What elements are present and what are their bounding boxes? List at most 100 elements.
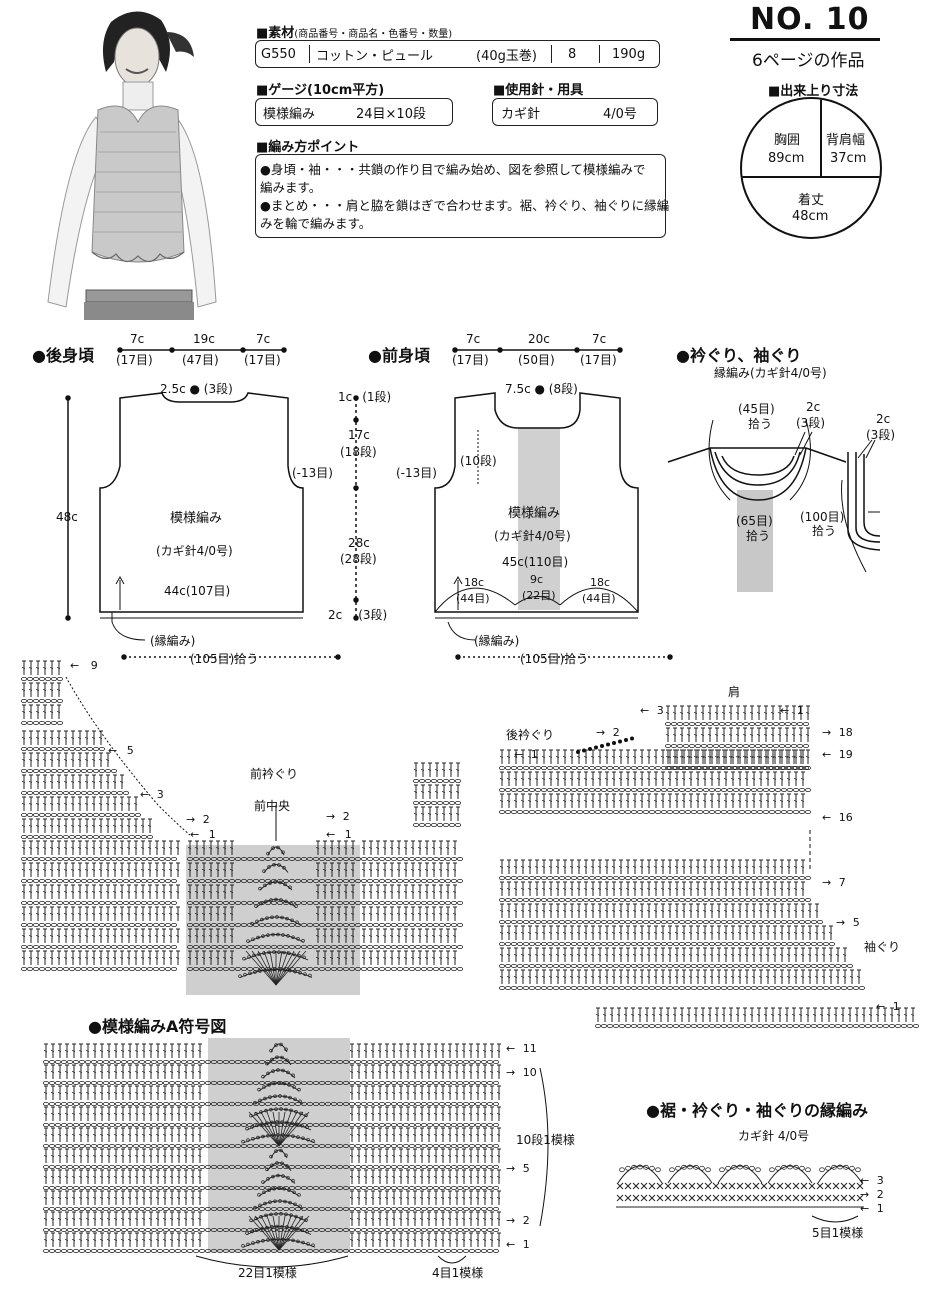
back-neck-dim: 2.5c ● (3段) bbox=[160, 382, 233, 396]
finished-heading: ■出来上り寸法 bbox=[768, 84, 859, 99]
materials-box: G550 コットン・ピュール (40g玉巻) 8 190g bbox=[255, 40, 660, 68]
row-num: 2 bbox=[342, 810, 350, 823]
finished-circle: 胸囲 89cm 背肩幅 37cm 着丈 48cm bbox=[740, 97, 882, 239]
chart2-row-label: ← 1 bbox=[876, 1000, 900, 1013]
chartA-repeat-st2: 4目1模様 bbox=[432, 1266, 484, 1280]
tools-size: 4/0号 bbox=[603, 106, 637, 122]
tools-box: カギ針 4/0号 bbox=[492, 98, 658, 126]
back-side-dim: 17c bbox=[348, 428, 370, 442]
front-bottom-c: 18c bbox=[590, 576, 611, 589]
row-num: 10 bbox=[522, 1066, 537, 1079]
chart1-row-label: ← 9 bbox=[70, 659, 98, 672]
back-top-stitch: (47目) bbox=[182, 353, 219, 367]
row-num: 2 bbox=[202, 813, 210, 826]
row-num: 2 bbox=[876, 1188, 884, 1201]
row-num: 1 bbox=[892, 1000, 900, 1013]
chart2-row-label: ← 16 bbox=[822, 811, 853, 824]
row-num: 3 bbox=[156, 788, 164, 801]
row-num: 9 bbox=[90, 659, 98, 672]
chart1-row-label: → 2 bbox=[326, 810, 350, 823]
front-bottom-s: (22目) bbox=[522, 589, 556, 602]
row-num: 5 bbox=[522, 1162, 530, 1175]
front-width: 45c(110目) bbox=[502, 555, 569, 569]
row-num: 1 bbox=[344, 828, 352, 841]
chart2-armhole: 袖ぐり bbox=[864, 940, 901, 954]
yarn-ball: (40g玉巻) bbox=[476, 48, 537, 64]
row-num: 19 bbox=[838, 748, 853, 761]
chart1-row-label: ← 1 bbox=[190, 828, 216, 841]
back-top-dim: 7c bbox=[256, 332, 271, 346]
row-num: 1 bbox=[796, 704, 804, 717]
length-label: 着丈 bbox=[798, 193, 825, 208]
gauge-pattern: 模様編み bbox=[263, 106, 316, 122]
row-num: 1 bbox=[522, 1238, 530, 1251]
front-armhole-dec: (-13目) bbox=[396, 466, 437, 480]
edging-row-label: ← 1 bbox=[860, 1202, 884, 1215]
length-value: 48cm bbox=[792, 209, 829, 224]
neck-back-pick: (45目) bbox=[738, 402, 775, 416]
edging-row-label: ← 3 bbox=[860, 1174, 884, 1187]
chartA-row-label: → 2 bbox=[506, 1214, 530, 1227]
row-num: 3 bbox=[656, 704, 664, 717]
chartA-row-label: → 10 bbox=[506, 1066, 537, 1079]
materials-heading-main: ■素材 bbox=[256, 26, 295, 41]
front-body-title: ●前身頃 bbox=[368, 346, 430, 365]
row-num: 5 bbox=[852, 916, 860, 929]
front-top-stitch: (17目) bbox=[580, 353, 617, 367]
chartA-row-label: ← 11 bbox=[506, 1042, 537, 1055]
chart1-row-label: ← 3 bbox=[140, 788, 164, 801]
divider bbox=[309, 45, 310, 63]
tools-needle: カギ針 bbox=[501, 106, 541, 122]
back-side-dim: 2c(3段) bbox=[328, 606, 387, 623]
front-edge: (縁編み) bbox=[474, 634, 520, 648]
row-num: 18 bbox=[838, 726, 853, 739]
chart2-row-label: ← 3 bbox=[640, 704, 664, 717]
page-reference: 6ページの作品 bbox=[752, 51, 865, 71]
neck-front-pick2: 拾う bbox=[746, 529, 771, 543]
neck-front-pick: (65目) bbox=[736, 514, 773, 528]
shoulder-armhole-stitch-chart bbox=[499, 705, 919, 1028]
back-width: 44c(107目) bbox=[164, 584, 231, 598]
side-c: 1c bbox=[338, 390, 353, 404]
yarn-code: G550 bbox=[261, 46, 296, 62]
back-pattern: 模様編み bbox=[170, 511, 223, 526]
front-neck: 7.5c bbox=[505, 382, 531, 396]
front-bottom-s: (44目) bbox=[582, 592, 616, 605]
front-bottom-c: 18c bbox=[464, 576, 485, 589]
row-num: 2 bbox=[612, 726, 620, 739]
materials-heading-sub: (商品番号・商品名・色番号・数量) bbox=[294, 29, 453, 40]
side-r: (1段) bbox=[362, 390, 392, 404]
row-num: 2 bbox=[522, 1214, 530, 1227]
back-top-dim: 7c bbox=[130, 332, 145, 346]
points-line: みを輪で編みます。 bbox=[260, 216, 372, 231]
chartA-repeat-st: 22目1模様 bbox=[238, 1266, 297, 1280]
back-edge: (縁編み) bbox=[150, 634, 196, 648]
front-neck-dim: 7.5c ● (8段) bbox=[505, 382, 578, 396]
neck-edge-c: 2c bbox=[806, 400, 821, 414]
chart2-row-label: → 7 bbox=[822, 876, 846, 889]
row-num: 1 bbox=[208, 828, 216, 841]
back-side-dim: (18段) bbox=[340, 445, 377, 459]
points-line: ●まとめ・・・肩と脇を鎖はぎで合わせます。裾、衿ぐり、袖ぐりに縁編 bbox=[260, 198, 670, 213]
front-neck-stitch-chart bbox=[21, 660, 463, 995]
front-needle: (カギ針4/0号) bbox=[494, 529, 571, 543]
arm-r: (3段) bbox=[866, 428, 895, 442]
row-num: 5 bbox=[126, 744, 134, 757]
arm-c: 2c bbox=[876, 412, 891, 426]
back-neck-rows: (3段) bbox=[203, 382, 233, 396]
front-rows10: (10段) bbox=[460, 454, 497, 468]
pattern-a-stitch-chart bbox=[43, 1038, 501, 1253]
chart2-row-label: → 18 bbox=[822, 726, 853, 739]
back-top-stitch: (17目) bbox=[116, 353, 153, 367]
back-neck: 2.5c bbox=[160, 382, 186, 396]
side-r: (3段) bbox=[358, 608, 388, 622]
edging-needle: カギ針 4/0号 bbox=[738, 1129, 810, 1143]
back-top-dim: 19c bbox=[193, 332, 215, 346]
row-num: 16 bbox=[838, 811, 853, 824]
row-num: 1 bbox=[876, 1202, 884, 1215]
divider bbox=[551, 45, 552, 63]
chart2-back-neck: 後衿ぐり bbox=[506, 728, 555, 742]
front-pattern: 模様編み bbox=[508, 506, 561, 521]
chest-value: 89cm bbox=[768, 151, 805, 166]
chartA-row-label: ← 1 bbox=[506, 1238, 530, 1251]
